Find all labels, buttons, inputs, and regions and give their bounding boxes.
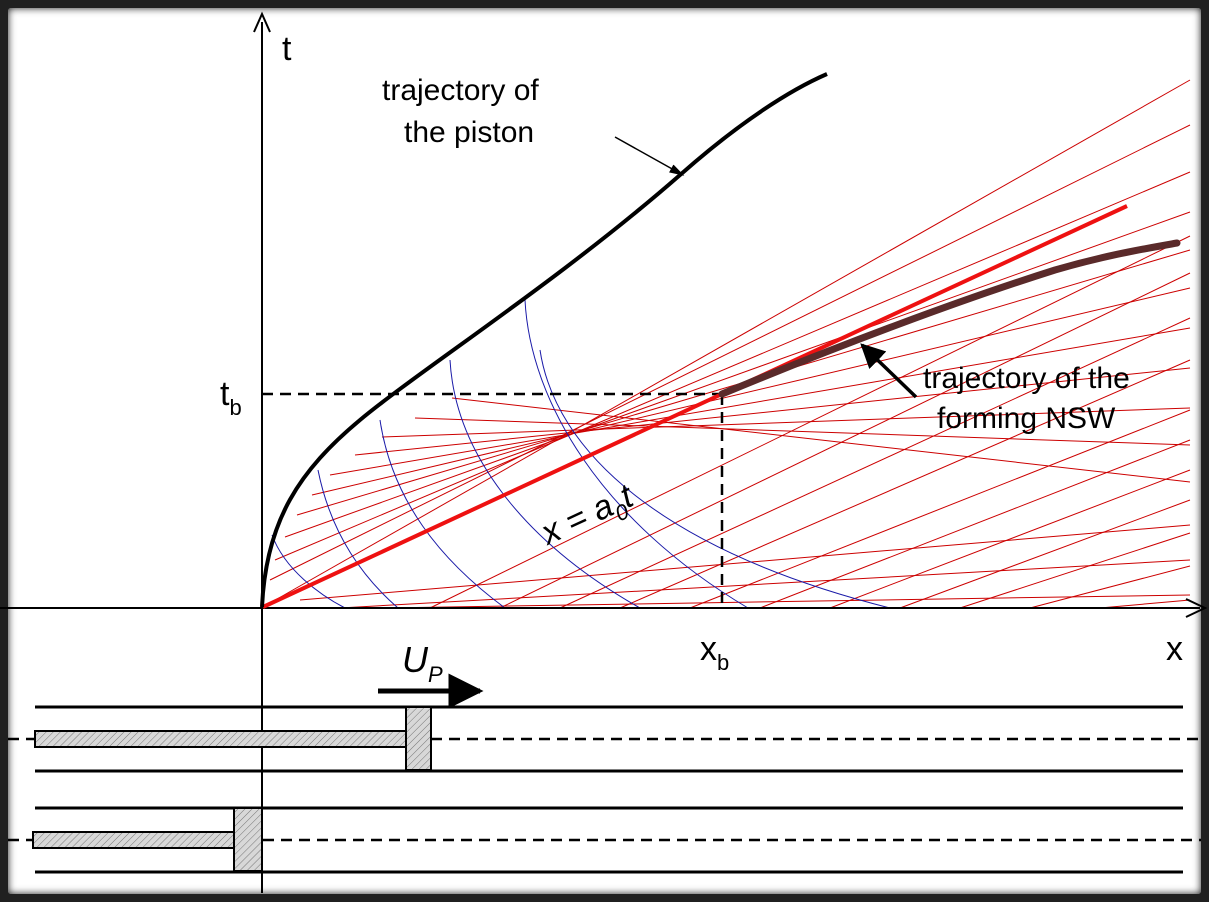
red-characteristic-line [559, 317, 1191, 609]
red-characteristic-line [262, 79, 1191, 608]
blue-characteristic-curve [449, 359, 641, 609]
sound-line [262, 204, 1128, 609]
red-characteristic-line [339, 559, 1191, 609]
red-characteristic-line [689, 409, 1191, 609]
tube-moving-piston [8, 705, 1201, 773]
piston-trajectory [260, 72, 828, 608]
tb-label: tb [220, 375, 242, 420]
red-characteristic-line [759, 439, 1191, 609]
piston-rod-initial [32, 831, 236, 849]
nsw-pointer [860, 343, 918, 399]
red-characteristics [262, 79, 1191, 609]
piston-annotation-line1: trajectory of [382, 74, 539, 107]
blue-characteristic-curve [379, 419, 506, 609]
nsw-annotation-line2: forming NSW [937, 402, 1116, 435]
red-characteristic-line [451, 397, 1191, 483]
red-characteristic-line [381, 407, 1191, 438]
tube-initial-piston [8, 806, 1201, 874]
piston-velocity-label: UP [402, 639, 443, 687]
red-characteristic-line [499, 272, 1191, 609]
piston-pointer [614, 136, 685, 176]
blue-characteristic-curve [271, 534, 346, 609]
x-axis-label: x [1166, 630, 1183, 668]
piston-rod [34, 730, 408, 748]
red-characteristic-line [619, 359, 1191, 609]
blue-characteristic-curve [317, 469, 399, 609]
t-axis-label: t [282, 30, 292, 68]
red-characteristic-line [299, 524, 1191, 601]
t-axis-arrow-icon [253, 11, 271, 33]
red-characteristic-line [429, 235, 1191, 609]
red-characteristic-line [959, 532, 1191, 609]
piston-head-initial [233, 807, 263, 872]
nsw-annotation-line1: trajectory of the [923, 362, 1130, 395]
red-characteristic-line [384, 594, 1191, 609]
blue-characteristic-curve [539, 349, 891, 609]
red-characteristic-line [1099, 599, 1191, 609]
x-axis-arrow-icon [1185, 598, 1208, 618]
red-characteristic-line [284, 211, 1191, 538]
red-characteristic-line [311, 287, 1191, 496]
nsw-trajectory [718, 239, 1181, 398]
red-characteristic-line [274, 171, 1191, 561]
red-characteristic-line [414, 417, 1191, 446]
xb-label: xb [700, 630, 729, 675]
red-characteristic-line [1029, 565, 1191, 609]
piston-head [405, 706, 432, 771]
red-characteristic-line [829, 469, 1191, 609]
red-characteristic-line [899, 499, 1191, 609]
blue-characteristic-curve [524, 299, 749, 609]
red-characteristic-line [329, 327, 1191, 476]
piston-annotation-line2: the piston [404, 116, 534, 149]
red-characteristic-line [269, 124, 1191, 581]
